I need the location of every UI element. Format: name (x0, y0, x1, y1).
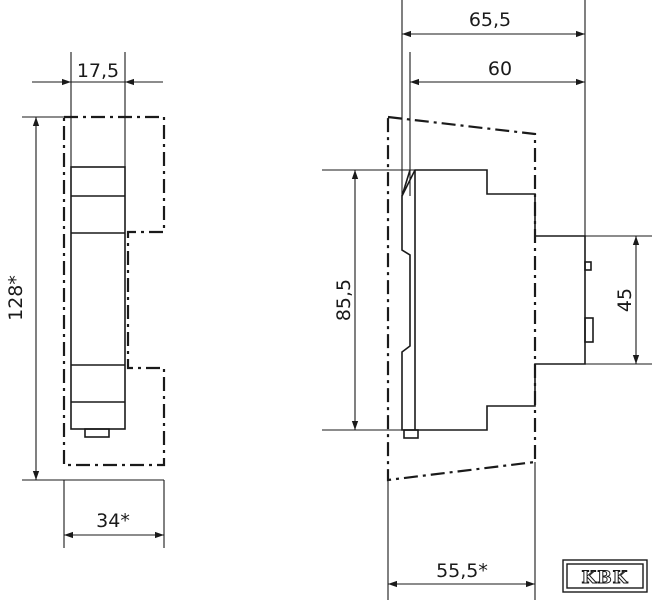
dim-side-depth: 60 (488, 58, 512, 80)
dim-side-rail-height: 45 (614, 288, 636, 312)
dim-front-height: 128* (5, 275, 27, 321)
rail-hook-top (584, 261, 592, 271)
front-view: 17,5 128* 34* (5, 52, 166, 548)
front-envelope (62, 115, 166, 467)
front-clip (84, 428, 110, 438)
dim-side-bottom-depth: 55,5* (436, 560, 488, 582)
front-body (70, 166, 126, 430)
side-body (401, 169, 586, 431)
rail-hook-bottom (584, 317, 594, 343)
side-view: 65,5 60 85,5 45 55,5* (322, 0, 652, 600)
dim-front-width: 17,5 (77, 60, 119, 82)
logo-text: KBK (582, 568, 629, 588)
dim-front-depth: 34* (96, 510, 130, 532)
dim-side-total-depth: 65,5 (469, 9, 511, 31)
side-clip (403, 429, 419, 439)
kbk-logo: KBK (562, 559, 648, 593)
dim-side-body-height: 85,5 (333, 279, 355, 321)
